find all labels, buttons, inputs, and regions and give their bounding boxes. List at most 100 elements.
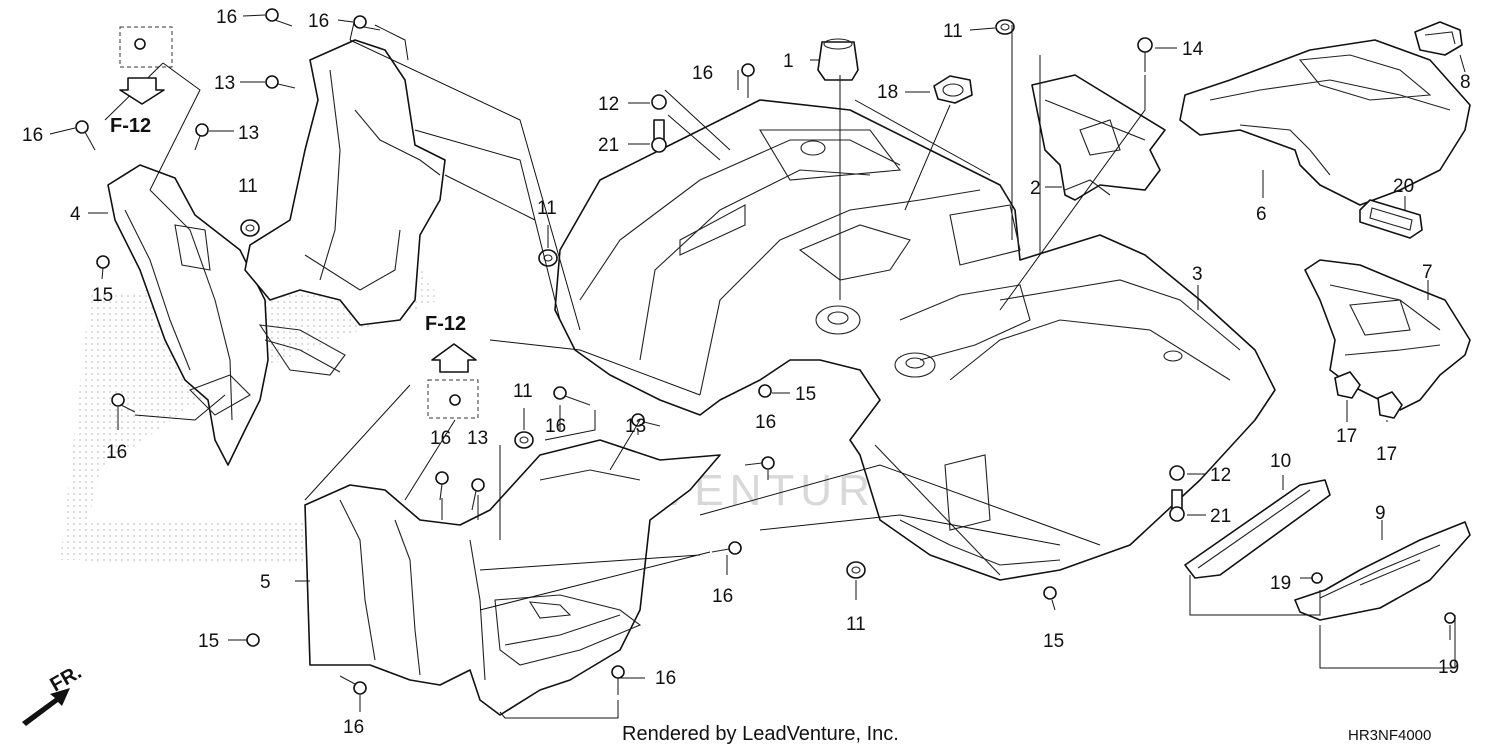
- ref-label-mid: F-12: [425, 313, 466, 335]
- callout-12b: 12: [1210, 465, 1231, 486]
- clip-16f: [339, 675, 367, 695]
- bolt-14: [1137, 37, 1153, 72]
- nut-15a: [96, 255, 110, 269]
- clip-16b: [353, 15, 381, 31]
- callout-13c: 13: [467, 428, 488, 449]
- callout-15d: 15: [1043, 631, 1064, 652]
- callout-16f: 16: [343, 717, 364, 738]
- front-direction-arrow: FR.: [22, 661, 85, 726]
- callout-16d: 16: [106, 442, 127, 463]
- callout-7: 7: [1422, 262, 1433, 283]
- screw-19b: [1444, 612, 1456, 624]
- callout-16e: 16: [430, 428, 451, 449]
- callout-11c: 11: [537, 198, 557, 219]
- callout-8: 8: [1460, 72, 1471, 93]
- ref-box-mid: [427, 379, 479, 419]
- callout-21b: 21: [1210, 506, 1231, 527]
- bolt-13b: [194, 123, 209, 151]
- callout-4: 4: [70, 204, 81, 225]
- callout-15a: 15: [92, 285, 113, 306]
- grommet-11c: [538, 249, 558, 267]
- callout-16j: 16: [655, 668, 676, 689]
- clip-16i: [711, 541, 742, 555]
- callout-12a: 12: [598, 94, 619, 115]
- front-direction-label: FR.: [47, 661, 86, 696]
- callout-16g: 16: [545, 416, 566, 437]
- callout-2: 2: [1030, 178, 1041, 199]
- ref-marker-top[interactable]: F-12: [110, 77, 165, 137]
- callout-16k: 16: [692, 63, 713, 84]
- callout-16i: 16: [712, 586, 733, 607]
- callout-11d: 11: [943, 21, 963, 42]
- callout-20: 20: [1393, 176, 1414, 197]
- callout-16c: 16: [22, 125, 43, 146]
- callout-16h: 16: [755, 412, 776, 433]
- nut-15b: [246, 633, 260, 647]
- clip-16j: [611, 665, 625, 695]
- callout-11b: 11: [513, 381, 533, 402]
- callout-11a: 11: [238, 176, 258, 197]
- grommet-11a: [240, 219, 260, 237]
- callout-3: 3: [1192, 264, 1203, 285]
- clip-16d: [111, 393, 136, 413]
- ref-box-top: [119, 26, 173, 68]
- callout-1: 1: [783, 51, 794, 72]
- nut-15c: [758, 384, 772, 398]
- bolt-12b: [1169, 465, 1185, 481]
- callout-numbers: 16 16 13 16 13 4 11 15 16 16 13 5 15 16 …: [22, 7, 1471, 738]
- part-20-strap: [1359, 199, 1423, 239]
- grommet-11b: [514, 431, 534, 449]
- clip-16h: [744, 456, 775, 470]
- stipple-area-left: [60, 265, 440, 560]
- diagram-code: HR3NF4000: [1348, 727, 1431, 744]
- callout-6: 6: [1256, 204, 1267, 225]
- rendered-by-credit: Rendered by LeadVenture, Inc.: [622, 723, 899, 745]
- stipple-area-logo: [85, 520, 330, 565]
- bolt-13c: [471, 478, 485, 511]
- part-10-rail: [1184, 479, 1331, 579]
- part-9-guard: [1294, 521, 1471, 621]
- bolt-13d: [631, 413, 661, 427]
- part-6-rear-cover: [1179, 39, 1471, 206]
- nut-15d: [1043, 586, 1057, 600]
- callout-13a: 13: [214, 73, 235, 94]
- callout-19a: 19: [1270, 573, 1291, 594]
- callout-11e: 11: [846, 614, 866, 635]
- callout-15b: 15: [198, 631, 219, 652]
- clip-16e: [435, 471, 449, 501]
- callout-5: 5: [260, 572, 271, 593]
- clip-16k: [741, 63, 755, 98]
- callout-16b: 16: [308, 11, 329, 32]
- clip-16a: [265, 8, 293, 27]
- cushion-1: [817, 38, 859, 81]
- part-4-inner-panel: [107, 164, 269, 466]
- upper-front-panel: [244, 39, 446, 376]
- leader-lines: [49, 14, 1466, 719]
- part-3-rear-fender: [554, 99, 1276, 581]
- screw-19a: [1311, 572, 1323, 584]
- callout-18: 18: [877, 82, 898, 103]
- callout-13d: 13: [625, 416, 646, 437]
- callout-17a: 17: [1336, 426, 1357, 447]
- part-8-clip: [1414, 21, 1463, 56]
- clip-16c: [75, 120, 96, 151]
- ref-label-top: F-12: [110, 115, 151, 137]
- callout-17b: 17: [1376, 444, 1397, 465]
- callout-21a: 21: [598, 135, 619, 156]
- bolt-12a: [651, 94, 667, 110]
- callout-15c: 15: [795, 384, 816, 405]
- clip-16g: [553, 386, 591, 406]
- part-5-lower-panel: [304, 439, 721, 716]
- grommet-11d: [995, 19, 1015, 35]
- callout-9: 9: [1375, 503, 1386, 524]
- bolt-21b: [1169, 489, 1185, 522]
- band-18: [933, 75, 973, 104]
- bolt-13a: [265, 75, 296, 89]
- ref-marker-mid[interactable]: F-12: [425, 313, 477, 373]
- callout-16a: 16: [216, 7, 237, 28]
- grommet-11e: [846, 561, 866, 579]
- callout-13b: 13: [238, 123, 259, 144]
- part-17-pads: [1334, 371, 1403, 419]
- callout-14: 14: [1182, 39, 1204, 60]
